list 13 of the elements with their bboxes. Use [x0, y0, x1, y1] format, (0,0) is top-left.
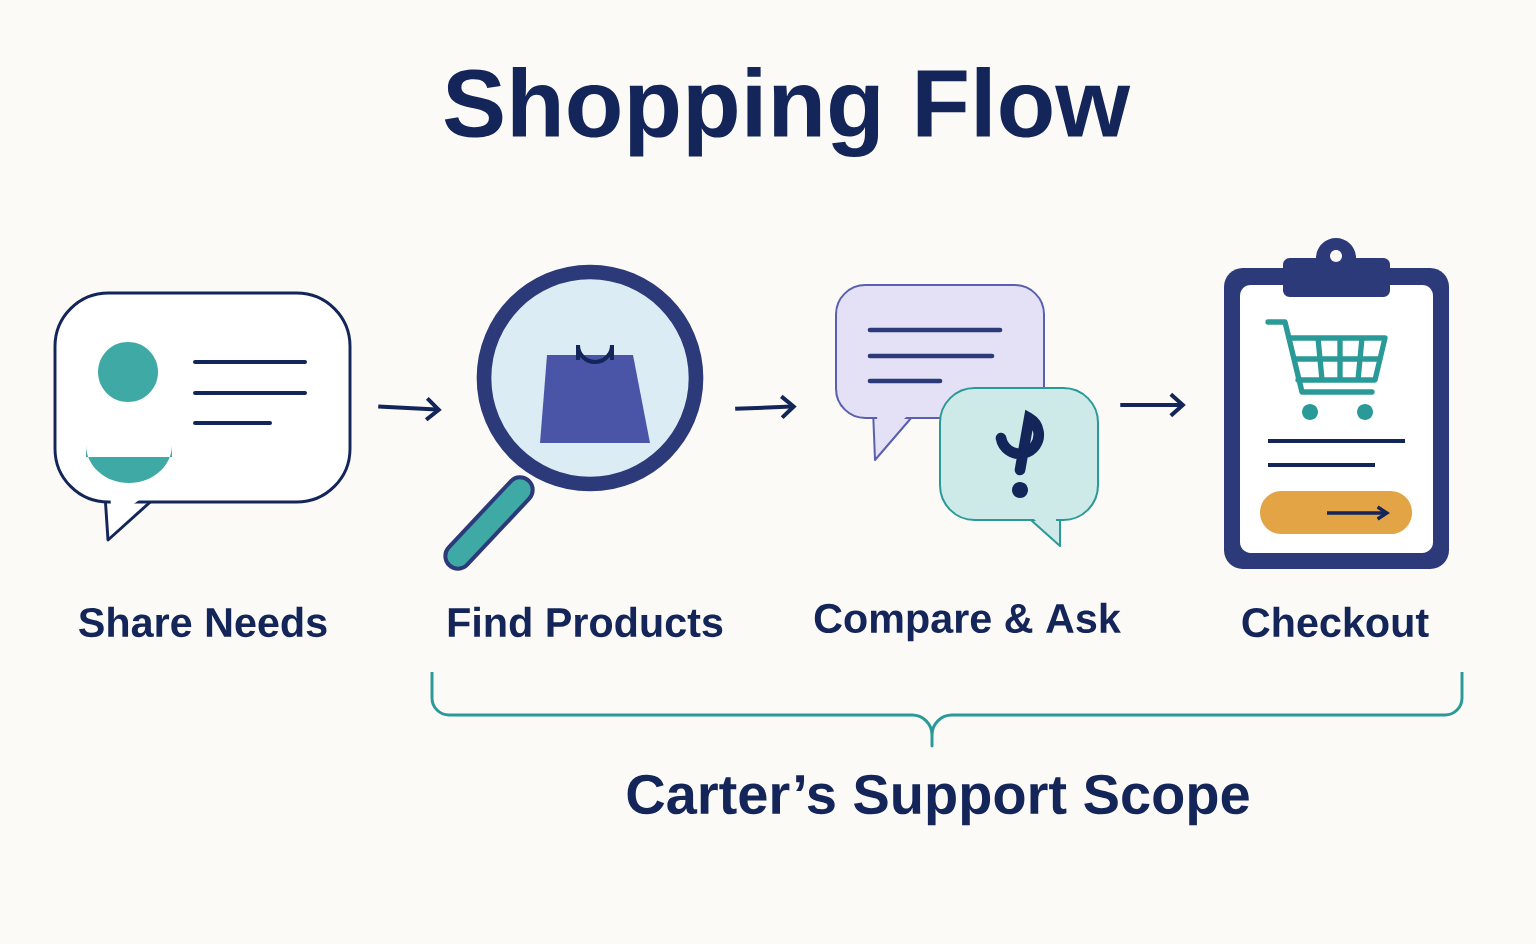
title: Shopping Flow: [444, 67, 1131, 157]
picture-drawing: [1224, 238, 1449, 569]
arrow: [735, 394, 797, 420]
scope-label: Carter’s Support Scope: [627, 774, 1249, 826]
picture-drawing: [443, 264, 704, 571]
step-label: Find Products: [448, 606, 723, 638]
arrow: [378, 397, 442, 422]
picture-drawing: [53, 291, 352, 542]
step-label: Checkout: [1242, 606, 1429, 638]
picture-drawing: [835, 284, 1099, 547]
step-label: Share Needs: [79, 606, 327, 638]
step-label: Compare & Ask: [814, 602, 1121, 642]
arrow: [1120, 392, 1186, 418]
